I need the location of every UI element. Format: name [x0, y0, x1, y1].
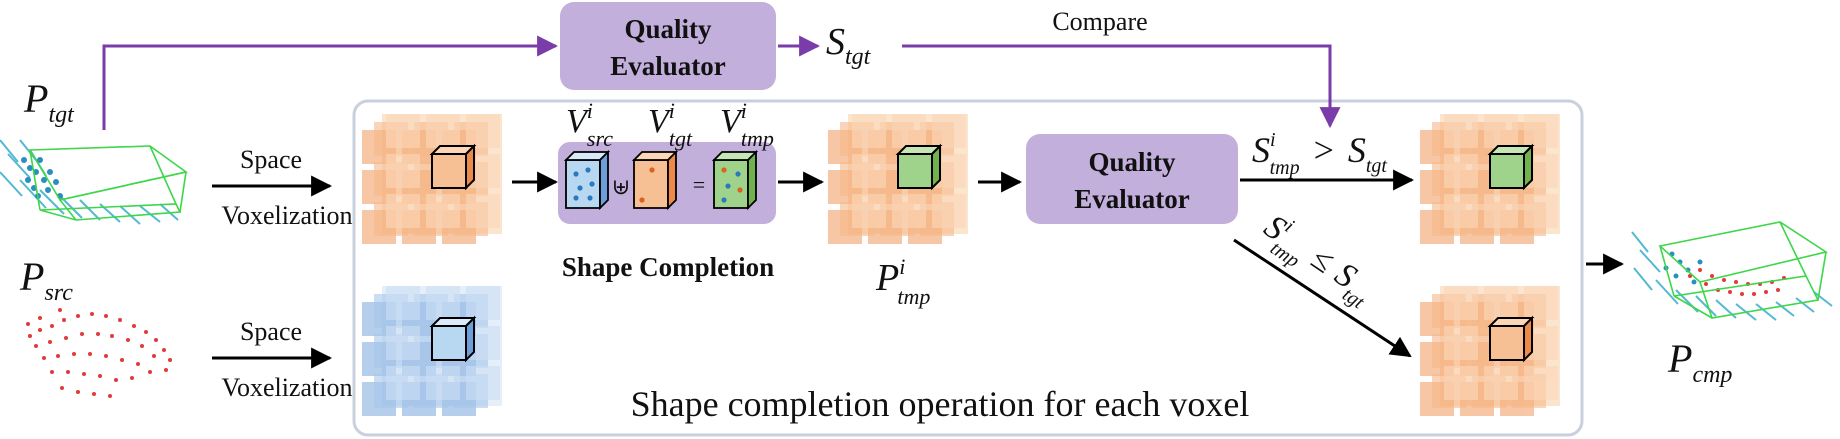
accepted-voxel-grid [1420, 114, 1560, 244]
voxelization-top-line1: Space [240, 145, 302, 174]
highlight-cube-green [895, 143, 943, 191]
mid-quality-evaluator [1026, 134, 1238, 224]
completion-frame [352, 99, 1584, 437]
mid-evaluator-line1: Quality [1088, 147, 1176, 177]
compare-arrow [902, 44, 1341, 129]
p-tgt-label: Ptgt [23, 76, 75, 128]
v-tgt-cube [631, 149, 679, 211]
p-src-label: Psrc [19, 254, 73, 306]
p-cmp-label: Pcmp [1667, 336, 1732, 388]
union-operator: ⊎ [612, 174, 630, 199]
tgt-to-evaluator-arrow [102, 35, 559, 130]
s-tgt-label: Stgt [826, 21, 872, 70]
rejected-voxel-grid [1420, 286, 1560, 416]
top-evaluator-line1: Quality [624, 14, 712, 44]
shape-completion-title: Shape Completion [562, 252, 774, 282]
source-voxel-grid [362, 286, 502, 416]
voxelization-bottom-line1: Space [240, 317, 302, 346]
mid-evaluator-line2: Evaluator [1074, 184, 1190, 214]
top-quality-evaluator [560, 2, 776, 90]
source-point-cloud [26, 308, 172, 398]
condition-less-equal: Sitmp≤Stgt [1252, 206, 1381, 315]
completed-point-cloud [1631, 221, 1833, 321]
top-evaluator-line2: Evaluator [610, 51, 726, 81]
equals-operator: = [693, 172, 705, 197]
target-voxel-grid [362, 114, 502, 244]
voxelization-bottom-line2: Voxelization [222, 373, 353, 402]
highlight-cube-blue [429, 315, 477, 363]
compare-label: Compare [1052, 7, 1147, 36]
highlight-cube-green-accepted [1487, 143, 1535, 191]
voxelization-top-line2: Voxelization [222, 201, 353, 230]
evaluator-reject-arrow [1233, 238, 1412, 358]
highlight-cube-orange [429, 143, 477, 191]
v-src-cube [563, 149, 611, 211]
tmp-voxel-grid [828, 114, 968, 244]
target-point-cloud [0, 139, 188, 225]
v-tmp-cube [711, 149, 759, 211]
frame-caption: Shape completion operation for each voxe… [631, 384, 1250, 424]
highlight-cube-orange-rejected [1487, 315, 1535, 363]
